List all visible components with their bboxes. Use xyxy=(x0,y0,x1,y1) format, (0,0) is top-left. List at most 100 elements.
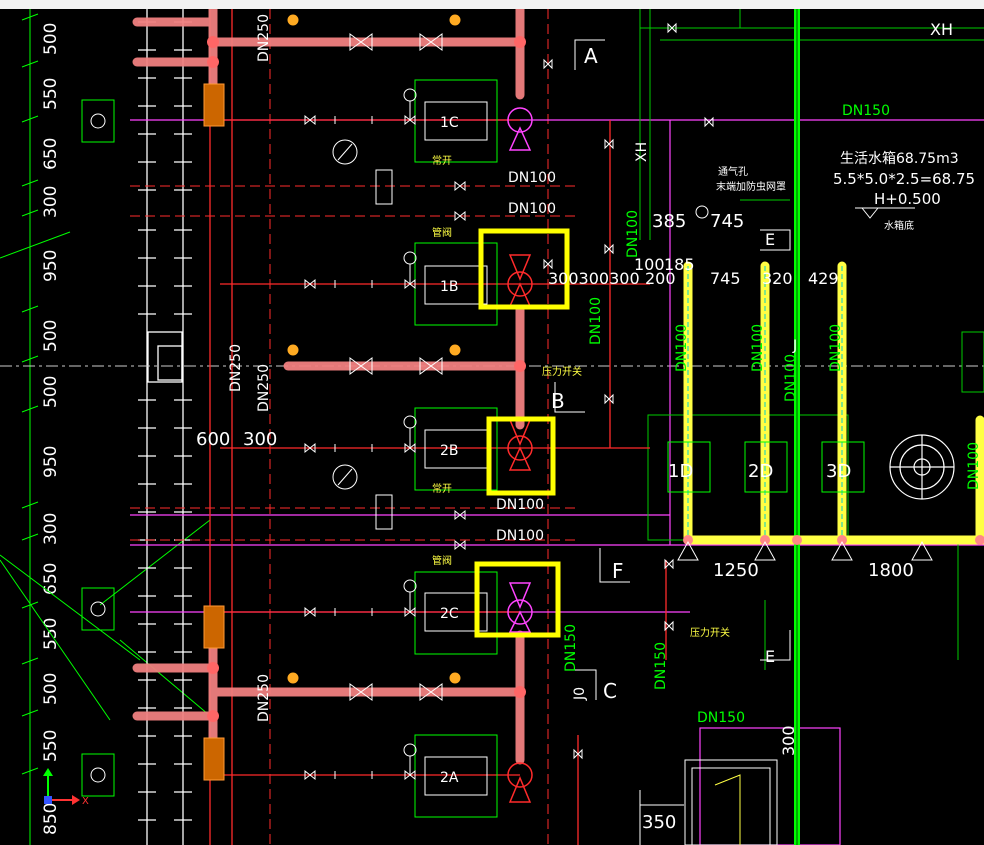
pump-2a[interactable]: 2A xyxy=(414,734,498,818)
left-dim-label: 550 xyxy=(41,78,61,110)
dn100-label: DN100 xyxy=(508,201,556,217)
dim-600: 600 xyxy=(196,429,230,450)
left-dim-label: 500 xyxy=(41,23,61,55)
dim-745: 745 xyxy=(710,211,744,232)
left-dim-label: 500 xyxy=(41,673,61,705)
left-dim-label: 500 xyxy=(41,376,61,408)
zone-label-xh-vertical: XH xyxy=(634,142,650,162)
cad-drawing-canvas[interactable]: 500 550 650 300 950 500 500 950 300 650 … xyxy=(0,9,984,845)
pump-2b[interactable]: 2B xyxy=(414,407,498,491)
pump-label: 1C xyxy=(440,115,459,131)
valve-note: 常开 xyxy=(432,482,452,495)
dn100-label: DN100 xyxy=(508,170,556,186)
tank-level: H+0.500 xyxy=(874,190,941,208)
vent-note-line1: 通气孔 xyxy=(718,165,748,178)
tank-pump-symbols xyxy=(677,540,933,561)
bottom-structure xyxy=(639,759,778,845)
pump-label: 2C xyxy=(440,606,459,622)
selection-box-pump-1b[interactable] xyxy=(478,228,570,310)
pump-1c[interactable]: 1C xyxy=(414,79,498,163)
dn100-label: DN100 xyxy=(750,324,766,372)
left-dim-label: 950 xyxy=(41,446,61,478)
dn100-label: DN100 xyxy=(966,442,982,490)
pressure-switch-note: 压力开关 xyxy=(542,365,582,378)
tank-stations[interactable]: 1D 2D 3D xyxy=(667,441,865,493)
zone-label-e: E xyxy=(765,647,775,666)
dim-200: 200 xyxy=(645,269,676,288)
zone-label-xh: XH xyxy=(930,20,953,39)
pump-label: 1B xyxy=(440,279,459,295)
left-dimension-column: 500 550 650 300 950 500 500 950 300 650 … xyxy=(21,9,61,845)
dn250-label: DN250 xyxy=(256,674,272,722)
title-bar xyxy=(0,0,984,9)
vent-note-line2: 末端加防虫网罩 xyxy=(716,180,786,193)
tank-title: 生活水箱68.75m3 xyxy=(840,151,959,167)
dim-385: 385 xyxy=(652,211,686,232)
axis-x-label: X xyxy=(82,796,89,807)
pipe-size-labels: DN250 DN250 DN250 DN250 DN100 DN100 DN10… xyxy=(228,14,982,726)
round-tank-top xyxy=(889,434,955,500)
chinese-notes: 压力开关 压力开关 常开 管阀 常开 管阀 通气孔 末端加防虫网罩 生活水箱68… xyxy=(432,151,975,639)
dim-300-sequence: 300300300 xyxy=(548,269,640,288)
dim-320: 320 xyxy=(762,269,793,288)
gauge-icons xyxy=(332,88,417,775)
tank-level-marker xyxy=(695,205,915,219)
dn150-label: DN150 xyxy=(697,710,745,726)
tank-pipe-fittings xyxy=(683,535,984,545)
dn150-label: DN150 xyxy=(653,642,669,690)
yellow-tank-pipes xyxy=(683,261,984,545)
dim-429: 429 xyxy=(808,269,839,288)
selection-boxes[interactable] xyxy=(474,228,570,638)
tank-pipe-centerlines xyxy=(687,266,843,540)
inline-valves xyxy=(304,22,714,781)
selection-box-pump-2c[interactable] xyxy=(474,561,561,638)
dashed-grid-lines xyxy=(130,9,575,845)
dn100-label: DN100 xyxy=(625,210,641,258)
dn150-label: DN150 xyxy=(563,624,579,672)
dim-1250: 1250 xyxy=(713,560,759,581)
left-dim-label: 650 xyxy=(41,138,61,170)
dn100-label: DN100 xyxy=(588,297,604,345)
dn250-label: DN250 xyxy=(256,14,272,62)
dim-1800: 1800 xyxy=(868,560,914,581)
valve-note: 管阀 xyxy=(432,226,452,239)
dn100-label: DN100 xyxy=(783,354,799,402)
tank-label: 2D xyxy=(748,461,773,482)
pipe-fittings xyxy=(207,36,526,722)
zone-label-f: F xyxy=(612,559,624,583)
dim-185: 185 xyxy=(664,255,695,274)
pump-2c[interactable]: 2C xyxy=(414,571,498,655)
left-dim-label: 550 xyxy=(41,730,61,762)
orange-gauges xyxy=(287,14,461,684)
red-thin-pipes xyxy=(209,9,667,845)
left-dim-label: 650 xyxy=(41,563,61,595)
left-dim-label: 850 xyxy=(41,803,61,835)
zone-label-e: E xyxy=(765,230,775,249)
valve-note: 管阀 xyxy=(432,554,452,567)
left-dim-label: 300 xyxy=(41,513,61,545)
dimension-labels: 385 745 100 185 300300300 200 745 320 42… xyxy=(196,211,914,833)
zone-label-c: C xyxy=(603,679,617,703)
valve-note: 常开 xyxy=(432,154,452,167)
dn250-label: DN250 xyxy=(228,344,244,392)
dn100-label: DN100 xyxy=(496,528,544,544)
dim-300: 300 xyxy=(243,429,277,450)
valves-on-headers xyxy=(349,33,443,701)
selection-box-pump-2b[interactable] xyxy=(486,416,556,496)
dn250-label: DN250 xyxy=(256,364,272,412)
zone-label-j: J xyxy=(792,338,797,354)
cable-ladder xyxy=(138,9,192,845)
tank-bottom-note: 水箱底 xyxy=(884,219,914,232)
pump-label: 2A xyxy=(440,770,459,786)
pump-symbols xyxy=(507,107,533,803)
grid-bubbles xyxy=(81,99,115,797)
pressure-switch-note: 压力开关 xyxy=(690,626,730,639)
zone-label-jo: J0 xyxy=(572,687,588,701)
salmon-header-pipes xyxy=(132,9,525,765)
zone-label-b: B xyxy=(551,389,565,413)
ucs-axis-icon: X xyxy=(43,768,89,807)
orange-flex-joints xyxy=(203,83,225,781)
zone-labels: A B C F E E XH XH J J0 xyxy=(551,20,953,703)
dim-300b: 300 xyxy=(779,725,798,756)
dn100-label: DN100 xyxy=(496,497,544,513)
